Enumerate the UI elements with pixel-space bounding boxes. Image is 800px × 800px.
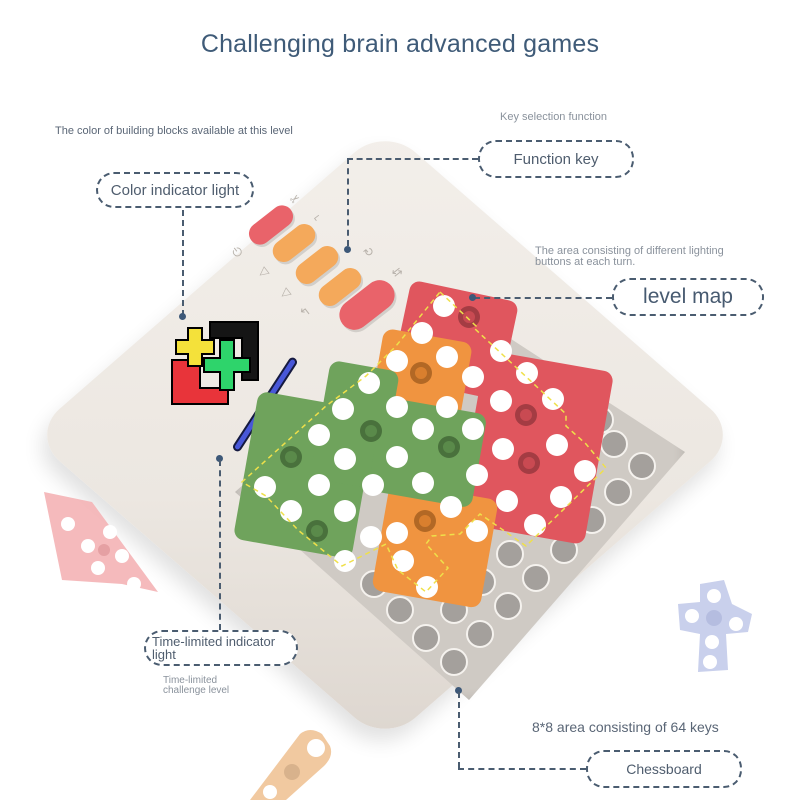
piece-hole bbox=[386, 350, 408, 372]
chessboard-leader-v bbox=[458, 692, 460, 768]
function-key-leader-v bbox=[347, 158, 349, 246]
color-indicator-light bbox=[170, 318, 260, 408]
piece-hole bbox=[412, 418, 434, 440]
piece-peg bbox=[515, 404, 537, 426]
board-key[interactable] bbox=[440, 648, 468, 676]
page-title: Challenging brain advanced games bbox=[200, 30, 600, 58]
level-map-callout: level map bbox=[612, 278, 764, 316]
chessboard-note: 8*8 area consisting of 64 keys bbox=[532, 719, 719, 735]
piece-hole bbox=[332, 398, 354, 420]
piece-peg bbox=[360, 420, 382, 442]
function-key-dot bbox=[344, 246, 351, 253]
function-key-callout: Function key bbox=[478, 140, 634, 178]
piece-hole bbox=[462, 366, 484, 388]
board-key[interactable] bbox=[496, 540, 524, 568]
time-limited-dot bbox=[216, 455, 223, 462]
piece-peg bbox=[410, 362, 432, 384]
level-map-note-line2: buttons at each turn. bbox=[535, 256, 636, 268]
piece-hole bbox=[360, 526, 382, 548]
piece-hole bbox=[436, 396, 458, 418]
color-indicator-leader bbox=[182, 210, 184, 316]
piece-peg bbox=[280, 446, 302, 468]
time-limited-label-line1: Time-limited indicator bbox=[152, 634, 276, 649]
level-map-label: level map bbox=[643, 285, 733, 308]
board-key[interactable] bbox=[600, 430, 628, 458]
chessboard-leader-h bbox=[458, 768, 586, 770]
chessboard-callout: Chessboard bbox=[586, 750, 742, 788]
piece-hole bbox=[334, 550, 356, 572]
loose-peach-piece bbox=[250, 730, 332, 800]
function-key-leader-h bbox=[347, 158, 478, 160]
piece-hole bbox=[416, 576, 438, 598]
color-indicator-note: The color of building blocks available a… bbox=[55, 125, 293, 137]
piece-hole bbox=[358, 372, 380, 394]
piece-peg bbox=[458, 306, 480, 328]
function-key-note: Key selection function bbox=[500, 111, 608, 123]
piece-hole bbox=[386, 396, 408, 418]
piece-peg bbox=[414, 510, 436, 532]
piece-hole bbox=[280, 500, 302, 522]
piece-hole bbox=[462, 418, 484, 440]
function-key-label: Function key bbox=[513, 150, 599, 168]
piece-hole bbox=[334, 448, 356, 470]
piece-hole bbox=[436, 346, 458, 368]
piece-hole bbox=[308, 474, 330, 496]
time-limited-label-line2: light bbox=[152, 647, 176, 662]
loose-lavender-piece bbox=[678, 580, 752, 672]
board-key[interactable] bbox=[466, 620, 494, 648]
level-map-note-line1: The area consisting of different lightin… bbox=[535, 245, 724, 257]
loose-pink-piece bbox=[44, 492, 158, 592]
piece-hole bbox=[308, 424, 330, 446]
piece-hole bbox=[386, 522, 408, 544]
time-limited-callout: Time-limited indicator light bbox=[144, 630, 298, 666]
piece-hole bbox=[490, 340, 512, 362]
board-key[interactable] bbox=[604, 478, 632, 506]
piece-hole bbox=[440, 496, 462, 518]
time-limited-note-line1: Time-limited bbox=[163, 675, 218, 686]
piece-peg bbox=[306, 520, 328, 542]
piece-hole bbox=[550, 486, 572, 508]
piece-hole bbox=[362, 474, 384, 496]
board-key[interactable] bbox=[494, 592, 522, 620]
board-key[interactable] bbox=[628, 452, 656, 480]
piece-hole bbox=[574, 460, 596, 482]
piece-peg bbox=[518, 452, 540, 474]
piece-hole bbox=[490, 390, 512, 412]
color-indicator-callout: Color indicator light bbox=[96, 172, 254, 208]
piece-hole bbox=[492, 438, 514, 460]
piece-peg bbox=[438, 436, 460, 458]
piece-hole bbox=[496, 490, 518, 512]
piece-hole bbox=[524, 514, 546, 536]
piece-hole bbox=[412, 472, 434, 494]
board-key[interactable] bbox=[522, 564, 550, 592]
level-map-dot bbox=[469, 294, 476, 301]
board-key[interactable] bbox=[412, 624, 440, 652]
color-indicator-label: Color indicator light bbox=[110, 181, 240, 199]
piece-hole bbox=[542, 388, 564, 410]
level-map-note: The area consisting of different lightin… bbox=[535, 246, 724, 268]
piece-hole bbox=[411, 322, 433, 344]
piece-hole bbox=[334, 500, 356, 522]
chessboard-label: Chessboard bbox=[626, 761, 702, 777]
color-indicator-dot bbox=[179, 313, 186, 320]
time-limited-note-line2: challenge level bbox=[163, 685, 230, 696]
board-key[interactable] bbox=[386, 596, 414, 624]
piece-hole bbox=[546, 434, 568, 456]
time-limited-leader bbox=[219, 460, 221, 630]
piece-hole bbox=[392, 550, 414, 572]
piece-hole bbox=[254, 476, 276, 498]
piece-hole bbox=[466, 520, 488, 542]
piece-hole bbox=[516, 362, 538, 384]
level-map-leader bbox=[474, 297, 612, 299]
time-limited-note: Time-limited challenge level bbox=[163, 676, 229, 696]
level-map-outline bbox=[240, 291, 608, 594]
piece-hole bbox=[466, 464, 488, 486]
piece-hole bbox=[386, 446, 408, 468]
chessboard-dot bbox=[455, 687, 462, 694]
